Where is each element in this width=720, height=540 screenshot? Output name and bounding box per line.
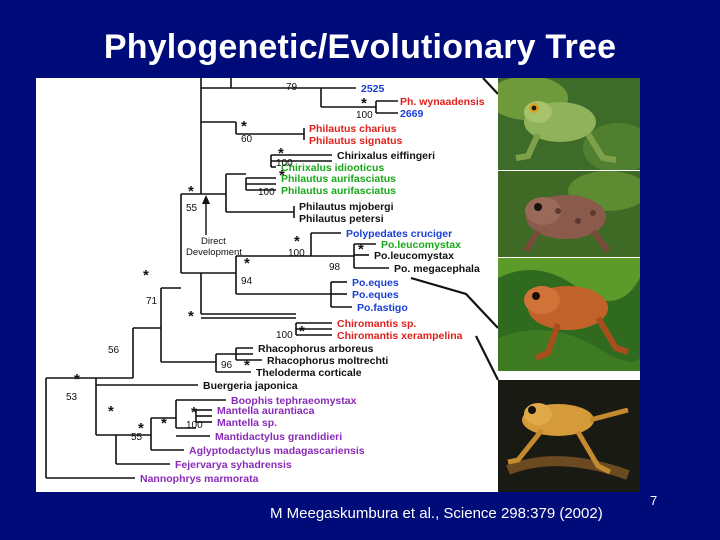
taxon-label: Philautus signatus: [309, 135, 403, 147]
support-star: *: [143, 267, 149, 284]
taxon-label: Philautus aurifasciatus: [281, 173, 396, 185]
taxon-label: Po.eques: [352, 289, 399, 301]
taxon-label: Buergeria japonica: [203, 380, 298, 392]
taxon-label: Theloderma corticale: [256, 367, 362, 379]
taxon-label: Philautus charius: [309, 123, 397, 135]
taxon-label: Nannophrys marmorata: [140, 473, 259, 485]
photo-connector: [482, 78, 499, 95]
support-star: *: [241, 118, 247, 135]
taxon-label: Aglyptodactylus madagascariensis: [189, 445, 365, 457]
taxon-label: 2525: [361, 83, 385, 95]
frog-photo-tree-frog: [498, 380, 640, 492]
support-star: *: [299, 323, 305, 340]
taxon-label: Po.eques: [352, 277, 399, 289]
slide-number: 7: [650, 493, 658, 508]
support-star: *: [294, 233, 300, 250]
annotation-arrowhead: [202, 195, 210, 204]
taxon-label: Polypedates cruciger: [346, 228, 452, 240]
taxon-label: Po.leucomystax: [374, 250, 454, 262]
taxon-label: Philautus mjobergi: [299, 201, 394, 213]
support-star: *: [188, 308, 194, 325]
taxon-label: Mantidactylus grandidieri: [215, 431, 342, 443]
taxon-label: Po.fastigo: [357, 302, 408, 314]
support-value: 98: [329, 262, 341, 273]
support-value: 100: [356, 110, 373, 121]
taxon-label: Chirixalus eiffingeri: [337, 150, 435, 162]
support-star: *: [108, 403, 114, 420]
support-star: *: [191, 404, 197, 421]
support-value: 56: [108, 345, 120, 356]
taxon-label: Rhacophorus arboreus: [258, 343, 374, 355]
photo-connector: [475, 335, 499, 381]
annotation-direct: Direct: [201, 236, 226, 247]
support-star: *: [161, 415, 167, 432]
support-star: *: [361, 95, 367, 112]
taxon-label: Chirixalus idiooticus: [281, 162, 384, 174]
support-value: 53: [66, 392, 78, 403]
support-star: *: [188, 183, 194, 200]
taxon-label: Mantella aurantiaca: [217, 405, 315, 417]
support-value: 100: [186, 420, 203, 431]
support-star: *: [244, 255, 250, 272]
taxon-label: Philautus aurifasciatus: [281, 185, 396, 197]
support-star: *: [358, 241, 364, 258]
taxon-label: Philautus petersi: [299, 213, 384, 225]
support-star: *: [278, 145, 284, 162]
taxon-label: Po.leucomystax: [381, 239, 461, 251]
support-value: 71: [146, 296, 158, 307]
annotation-development: Development: [186, 247, 242, 258]
frog-photo-orange-frog: [498, 258, 640, 371]
support-star: *: [244, 357, 250, 374]
slide-title: Phylogenetic/Evolutionary Tree: [103, 28, 617, 66]
support-value: 79: [286, 82, 298, 93]
taxon-label: 2669: [400, 108, 424, 120]
support-value: 100: [288, 248, 305, 259]
citation: M Meegaskumbura et al., Science 298:379 …: [270, 505, 603, 522]
support-value: 96: [221, 360, 233, 371]
support-star: *: [279, 167, 285, 184]
support-value: 100: [258, 187, 275, 198]
frog-photo-green-frog: [498, 78, 640, 170]
photo-connector: [410, 276, 499, 329]
taxon-label: Chiromantis sp.: [337, 318, 416, 330]
support-value: 60: [241, 134, 253, 145]
support-value: 55: [131, 432, 143, 443]
support-star: *: [138, 420, 144, 437]
taxon-label: Rhacophorus moltrechti: [267, 355, 388, 367]
taxon-label: Boophis tephraeomystax: [231, 395, 357, 407]
frog-photo-brown-frog: [498, 171, 640, 257]
support-value: 94: [241, 276, 253, 287]
taxon-label: Mantella sp.: [217, 417, 277, 429]
taxon-label: Fejervarya syhadrensis: [175, 459, 292, 471]
support-value: 100: [276, 330, 293, 341]
taxon-label: Chiromantis xerampelina: [337, 330, 463, 342]
support-value: 55: [186, 203, 198, 214]
taxon-label: Ph. wynaadensis: [400, 96, 485, 108]
taxon-label: Po. megacephala: [394, 263, 480, 275]
support-value: 100: [276, 158, 293, 169]
support-star: *: [74, 371, 80, 388]
